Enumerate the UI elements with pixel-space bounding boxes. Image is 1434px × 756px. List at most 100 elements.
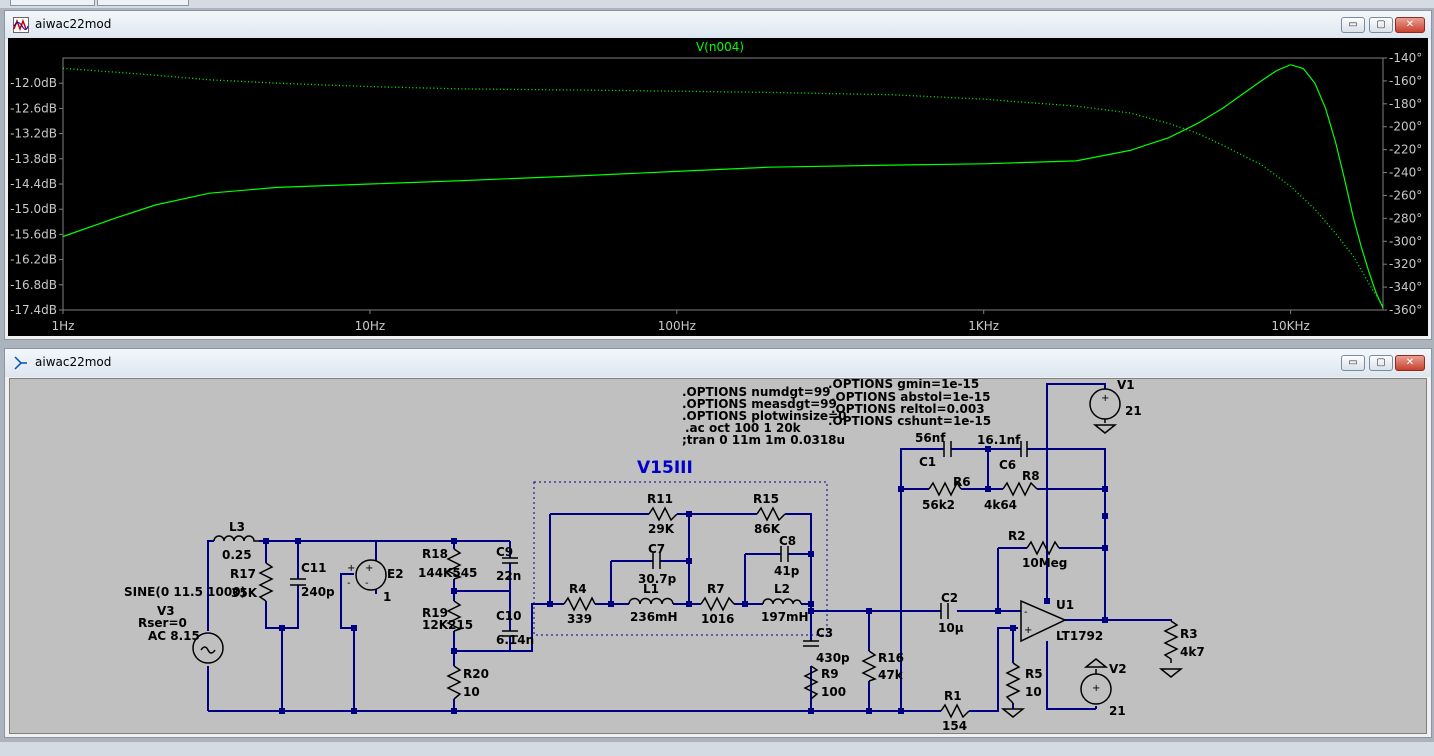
label-l3-value[interactable]: 0.25 xyxy=(222,548,252,562)
label-c6-value[interactable]: 16.1nf xyxy=(977,433,1021,447)
directive-line[interactable]: .OPTIONS numdgt=99 xyxy=(682,385,831,399)
directive-line[interactable]: .OPTIONS gmin=1e-15 xyxy=(828,377,979,391)
label-c10-value[interactable]: 6.14n xyxy=(496,633,534,647)
label-r1-name[interactable]: R1 xyxy=(944,689,962,703)
label-c2-value[interactable]: 10µ xyxy=(938,621,964,635)
label-r3-name[interactable]: R3 xyxy=(1180,627,1198,641)
schematic-drawing[interactable]: ++ +-+- -+ .OPTIONS numdgt=99 .OPTIONS m… xyxy=(10,377,1426,733)
label-r9-name[interactable]: R9 xyxy=(821,667,839,681)
label-c7-name[interactable]: C7 xyxy=(648,542,665,556)
directive-line[interactable]: .OPTIONS reltol=0.003 xyxy=(831,402,985,416)
close-button[interactable]: ✕ xyxy=(1395,17,1425,33)
label-r20-name[interactable]: R20 xyxy=(463,667,489,681)
label-c8-value[interactable]: 41p xyxy=(774,564,800,578)
schematic-titlebar[interactable]: aiwac22mod ▭ ▢ ✕ xyxy=(5,349,1431,377)
label-c11-value[interactable]: 240p xyxy=(301,585,335,599)
label-r6-value[interactable]: 56k2 xyxy=(922,498,955,512)
label-r16-name[interactable]: R16 xyxy=(878,651,904,665)
label-r7-name[interactable]: R7 xyxy=(707,582,725,596)
label-r1-value[interactable]: 154 xyxy=(942,719,967,733)
label-e2-name[interactable]: E2 xyxy=(387,567,404,581)
label-r4-name[interactable]: R4 xyxy=(569,582,587,596)
label-c1-name[interactable]: C1 xyxy=(919,455,936,469)
label-l2-name[interactable]: L2 xyxy=(774,582,790,596)
tab-schematic[interactable] xyxy=(97,0,189,6)
directive-line[interactable]: .ac oct 100 1 20k xyxy=(685,421,802,435)
minimize-button[interactable]: ▭ xyxy=(1341,17,1365,33)
label-r15-name[interactable]: R15 xyxy=(753,492,779,506)
label-u1-value[interactable]: LT1792 xyxy=(1056,629,1103,643)
directive-line[interactable]: .OPTIONS plotwinsize=0 xyxy=(682,409,846,423)
v15iii-block[interactable] xyxy=(533,481,828,636)
label-c3-name[interactable]: C3 xyxy=(816,626,833,640)
label-l1-value[interactable]: 236mH xyxy=(630,610,678,624)
label-v2-name[interactable]: V2 xyxy=(1109,662,1127,676)
label-r19-value[interactable]: 12K215 xyxy=(422,618,473,632)
svg-text:+: + xyxy=(1101,393,1109,404)
label-r17-value[interactable]: 35K xyxy=(231,586,258,600)
label-r6-name[interactable]: R6 xyxy=(953,475,971,489)
phase-trace[interactable] xyxy=(62,67,1384,307)
label-r18-name[interactable]: R18 xyxy=(422,547,448,561)
maximize-button[interactable]: ▢ xyxy=(1369,355,1393,371)
label-c10-name[interactable]: C10 xyxy=(496,609,522,623)
label-c11-name[interactable]: C11 xyxy=(301,561,327,575)
label-v2-value[interactable]: 21 xyxy=(1109,704,1126,718)
bode-plot[interactable]: -12.0dB-12.6dB-13.2dB-13.8dB-14.4dB-15.0… xyxy=(8,38,1428,336)
label-l2-value[interactable]: 197mH xyxy=(761,610,809,624)
label-r11-name[interactable]: R11 xyxy=(647,492,673,506)
y-right-tick-label: -280° xyxy=(1389,211,1422,225)
label-e2-value[interactable]: 1 xyxy=(383,590,391,604)
label-l3-name[interactable]: L3 xyxy=(229,520,245,534)
spice-directives[interactable]: .OPTIONS numdgt=99 .OPTIONS measdgt=99 .… xyxy=(682,377,991,447)
trace-label[interactable]: V(n004) xyxy=(696,40,744,54)
label-c8-name[interactable]: C8 xyxy=(779,534,796,548)
label-l1-name[interactable]: L1 xyxy=(643,582,659,596)
label-v3-rser[interactable]: Rser=0 xyxy=(138,616,187,630)
label-r16-value[interactable]: 47k xyxy=(878,668,904,682)
label-v3-name[interactable]: V3 xyxy=(157,604,175,618)
label-v1-name[interactable]: V1 xyxy=(1117,378,1135,392)
label-r5-name[interactable]: R5 xyxy=(1025,667,1043,681)
magnitude-trace[interactable] xyxy=(62,64,1384,309)
label-r20-value[interactable]: 10 xyxy=(463,685,480,699)
label-r19-name[interactable]: R19 xyxy=(422,606,448,620)
label-r3-value[interactable]: 4k7 xyxy=(1180,645,1205,659)
label-c6-name[interactable]: C6 xyxy=(999,458,1016,472)
label-r8-value[interactable]: 4k64 xyxy=(984,498,1017,512)
label-r17-name[interactable]: R17 xyxy=(230,567,256,581)
label-v3-ac[interactable]: AC 8.15 xyxy=(148,629,200,643)
plot-pane[interactable]: -12.0dB-12.6dB-13.2dB-13.8dB-14.4dB-15.0… xyxy=(8,38,1428,336)
label-r2-name[interactable]: R2 xyxy=(1008,529,1026,543)
label-c7-value[interactable]: 30.7p xyxy=(638,572,677,586)
label-c1-value[interactable]: 56nf xyxy=(915,431,946,445)
plot-titlebar[interactable]: aiwac22mod ▭ ▢ ✕ xyxy=(5,11,1431,39)
label-r8-name[interactable]: R8 xyxy=(1022,469,1040,483)
label-r15-value[interactable]: 86K xyxy=(754,522,781,536)
x-tick-label: 10KHz xyxy=(1271,319,1309,333)
label-r9-value[interactable]: 100 xyxy=(821,685,846,699)
label-c9-name[interactable]: C9 xyxy=(496,545,513,559)
label-u1-name[interactable]: U1 xyxy=(1056,598,1074,612)
directive-line[interactable]: .OPTIONS cshunt=1e-15 xyxy=(828,414,991,428)
label-r5-value[interactable]: 10 xyxy=(1025,685,1042,699)
tab-plot[interactable] xyxy=(10,0,95,6)
label-r4-value[interactable]: 339 xyxy=(567,612,592,626)
label-c9-value[interactable]: 22n xyxy=(496,569,521,583)
directive-line[interactable]: .OPTIONS abstol=1e-15 xyxy=(831,390,990,404)
label-v1-value[interactable]: 21 xyxy=(1125,404,1142,418)
label-r11-value[interactable]: 29K xyxy=(648,522,675,536)
minimize-button[interactable]: ▭ xyxy=(1341,355,1365,371)
close-button[interactable]: ✕ xyxy=(1395,355,1425,371)
schematic-canvas[interactable]: ++ +-+- -+ .OPTIONS numdgt=99 .OPTIONS m… xyxy=(9,377,1427,734)
label-c3-value[interactable]: 430p xyxy=(816,651,850,665)
directive-line[interactable]: .OPTIONS measdgt=99 xyxy=(682,397,837,411)
label-r7-value[interactable]: 1016 xyxy=(701,612,734,626)
block-label[interactable]: V15III xyxy=(637,458,693,478)
label-c2-name[interactable]: C2 xyxy=(941,591,958,605)
label-r18-value[interactable]: 144K545 xyxy=(418,566,477,580)
label-v3-value[interactable]: SINE(0 11.5 1000) xyxy=(124,585,246,599)
label-r2-value[interactable]: 10Meg xyxy=(1022,556,1067,570)
directive-line[interactable]: ;tran 0 11m 1m 0.0318u xyxy=(682,433,845,447)
maximize-button[interactable]: ▢ xyxy=(1369,17,1393,33)
